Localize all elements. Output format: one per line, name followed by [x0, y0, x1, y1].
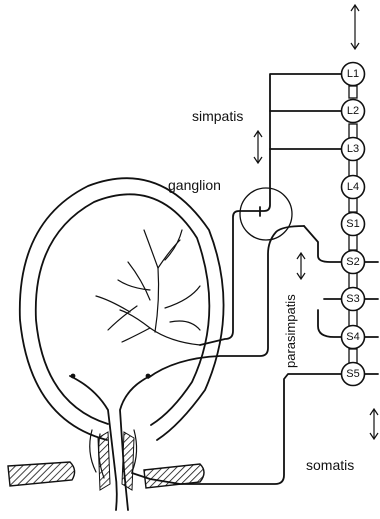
- bladder-neck: [70, 374, 150, 510]
- segment-L1: L1: [342, 63, 365, 86]
- svg-text:L3: L3: [347, 143, 359, 155]
- segment-S1: S1: [342, 213, 365, 236]
- label-simpatis: simpatis: [192, 108, 243, 124]
- svg-text:S2: S2: [346, 256, 359, 268]
- svg-text:S4: S4: [346, 331, 359, 343]
- segment-S2: S2: [342, 251, 365, 274]
- pelvic-floor: [8, 432, 204, 490]
- svg-text:L4: L4: [347, 181, 359, 193]
- svg-text:L2: L2: [347, 105, 359, 117]
- label-somatis: somatis: [306, 457, 354, 473]
- arrow-parasimpatis: [297, 253, 305, 279]
- sacral-stubs: [365, 262, 378, 374]
- ganglion-circle: [240, 188, 292, 240]
- segment-S3: S3: [342, 288, 365, 311]
- segment-S4: S4: [342, 326, 365, 349]
- svg-text:L1: L1: [347, 68, 359, 80]
- svg-text:S5: S5: [346, 368, 359, 380]
- bladder-nerve-branches: [96, 230, 200, 345]
- segment-L2: L2: [342, 100, 365, 123]
- segment-L4: L4: [342, 176, 365, 199]
- arrow-bottom: [370, 409, 378, 439]
- label-parasimpatis: parasimpatis: [283, 294, 298, 368]
- bladder: [20, 178, 224, 440]
- svg-text:S1: S1: [346, 218, 359, 230]
- arrow-simpatis: [254, 131, 262, 163]
- label-ganglion: ganglion: [168, 177, 221, 193]
- segment-S5: S5: [342, 363, 365, 386]
- segment-L3: L3: [342, 138, 365, 161]
- parasimpatis-nerves: [148, 226, 341, 378]
- arrow-top: [351, 5, 359, 49]
- svg-text:S3: S3: [346, 293, 359, 305]
